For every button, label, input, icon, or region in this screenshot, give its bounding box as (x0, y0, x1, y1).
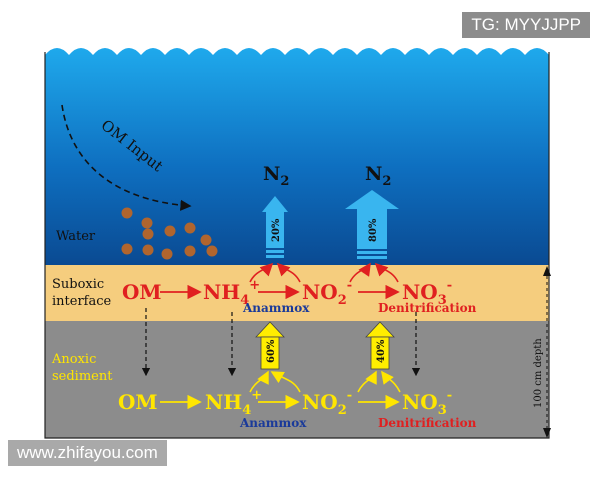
suboxic-no3: NO3- (402, 278, 452, 308)
diagram-frame (44, 52, 550, 439)
suboxic-anammox-label: Anammox (242, 301, 310, 315)
anoxic-om: OM (118, 390, 158, 414)
n2-flux-arrow-denitrification: 80% (345, 190, 399, 259)
watermark-bottom: www.zhifayou.com (8, 440, 167, 466)
suboxic-no2: NO2- (302, 278, 352, 308)
sediment-flux-arrow-anammox: 60% (255, 321, 285, 370)
anoxic-label-line2: sediment (52, 369, 113, 384)
denitrification-n2-percent: 80% (368, 218, 379, 242)
denitrification-sediment-percent: 40% (376, 339, 387, 363)
anoxic-anammox-label: Anammox (239, 416, 307, 430)
depth-label: 100 cm depth (533, 338, 544, 408)
om-input-arrow (61, 104, 192, 211)
n2-label-anammox: N2 (263, 163, 289, 189)
sediment-flux-arrow-denitrification: 40% (365, 321, 395, 370)
n2-flux-arrow-anammox: 20% (262, 196, 288, 258)
om-particles (121, 207, 218, 260)
suboxic-reaction-chain: OM NH4+ NO2- NO3- Anammox Denitrificatio… (122, 262, 477, 315)
anoxic-reaction-chain: OM NH4+ NO2- NO3- Anammox Denitrificatio… (118, 370, 477, 430)
anoxic-no2: NO2- (302, 388, 352, 418)
suboxic-label-line1: Suboxic (52, 277, 104, 292)
suboxic-label-line2: interface (52, 294, 112, 309)
watermark-top: TG: MYYJJPP (462, 12, 590, 38)
suboxic-denitrification-label: Denitrification (378, 301, 477, 315)
water-body (45, 48, 549, 265)
n2-label-denitrification: N2 (365, 163, 391, 189)
anoxic-denitrification-label: Denitrification (378, 416, 477, 430)
anoxic-no3: NO3- (402, 388, 452, 418)
suboxic-om: OM (122, 280, 162, 304)
suboxic-nh4: NH4+ (203, 278, 260, 308)
water-label: Water (56, 229, 96, 244)
anammox-n2-percent: 20% (271, 218, 282, 242)
anoxic-label-line1: Anoxic (51, 352, 96, 367)
anammox-sediment-percent: 60% (266, 339, 277, 363)
anoxic-nh4: NH4+ (205, 388, 262, 418)
anoxic-sediment-layer (45, 321, 549, 438)
